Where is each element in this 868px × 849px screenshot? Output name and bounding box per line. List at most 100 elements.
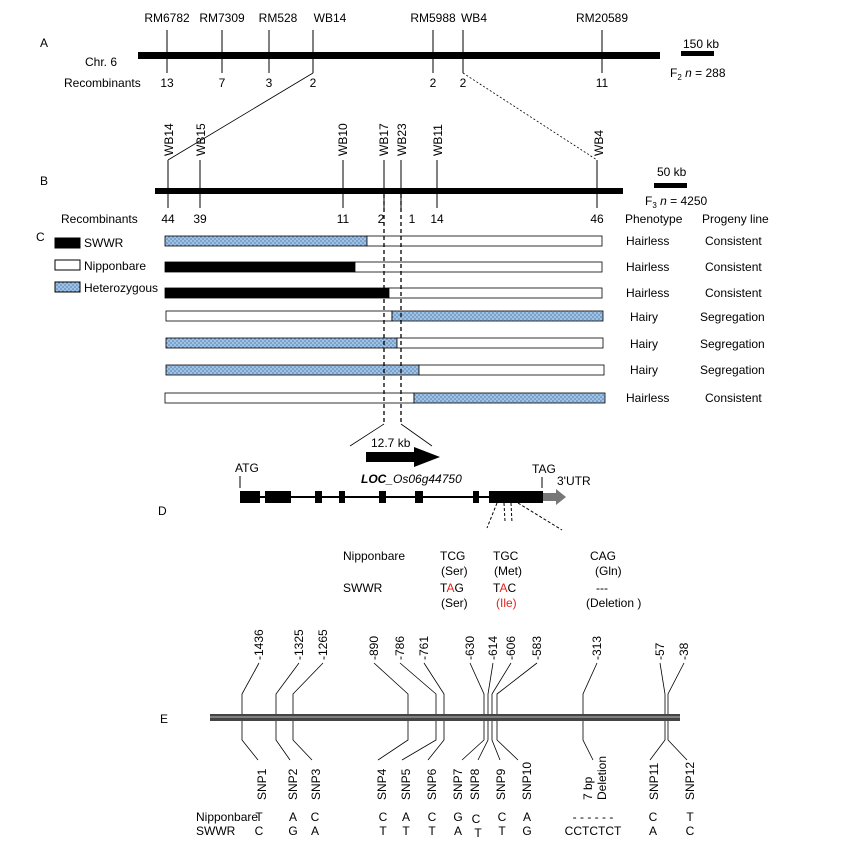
progeny-header: Progeny line — [702, 212, 769, 226]
interval-zoom-left — [349, 423, 385, 447]
snp-leader-lines-top — [241, 662, 685, 714]
position-label: -38 — [677, 642, 691, 660]
snp-label: SNP9 — [494, 768, 508, 800]
allele: G — [288, 824, 297, 838]
swwr-allele-row-label: SWWR — [196, 824, 236, 838]
panel-b-recombinants: 44 39 11 2 1 14 46 — [161, 212, 604, 226]
panel-e-label: E — [160, 712, 168, 726]
mutation-zoom-lines — [486, 502, 563, 531]
recombinant-count: 2 — [378, 212, 385, 226]
allele: C — [686, 824, 695, 838]
position-label: -583 — [530, 636, 544, 660]
position-label: -1436 — [252, 629, 266, 660]
panel-b-markers: WB14 WB15 WB10 WB17 WB23 WB11 WB4 — [162, 123, 606, 156]
genotype-segment — [165, 310, 393, 322]
recombinant-count: 46 — [590, 212, 604, 226]
allele: A — [402, 810, 410, 824]
recombinants-label-b: Recombinants — [61, 212, 138, 226]
panel-a-recombinants: 13 7 3 2 2 2 11 — [160, 76, 608, 90]
utr-label: 3'UTR — [557, 474, 591, 488]
nip-codon: CAG — [590, 549, 616, 563]
marker-label: WB4 — [461, 11, 487, 25]
position-label: -630 — [463, 636, 477, 660]
genotype-segment — [165, 337, 398, 349]
snp-label: SNP7 — [451, 768, 465, 800]
exon-block — [379, 491, 386, 503]
nip-codon: TCG — [440, 549, 465, 563]
stop-codon-label: TAG — [532, 462, 556, 476]
phenotype-value: Hairless — [626, 234, 669, 248]
genotype-segment — [164, 392, 415, 404]
recombinant-count: 44 — [161, 212, 175, 226]
nip-aa: (Met) — [494, 564, 522, 578]
marker-label: RM7309 — [199, 11, 245, 25]
gene-direction-arrow — [366, 447, 440, 467]
gene-name: LOC_Os06g44750 — [361, 472, 462, 486]
legend-swatch-nipponbare — [54, 259, 81, 271]
recombinant-count: 2 — [430, 76, 437, 90]
phenotype-header: Phenotype — [625, 212, 683, 226]
exon-block — [339, 491, 345, 503]
allele: C — [311, 810, 320, 824]
allele: A — [454, 824, 462, 838]
marker-label: WB14 — [162, 123, 176, 156]
marker-label: WB23 — [395, 123, 409, 156]
allele: A — [289, 810, 297, 824]
position-label: -606 — [504, 636, 518, 660]
panel-b-ticks — [167, 160, 598, 208]
allele: C — [498, 810, 507, 824]
progeny-value: Segregation — [700, 337, 765, 351]
snp-names: SNP1 SNP2 SNP3 SNP4 SNP5 SNP6 SNP7 SNP8 … — [255, 756, 697, 800]
legend-label: Nipponbare — [84, 259, 146, 273]
position-label: -1265 — [316, 629, 330, 660]
deletion-label: Deletion — [595, 756, 609, 800]
genotype-segment — [354, 261, 603, 273]
genotype-segment — [413, 392, 606, 404]
genotype-segment — [418, 364, 605, 376]
phenotype-column: Hairless Hairless Hairless Hairy Hairy H… — [626, 234, 669, 405]
scale-bar-b — [654, 183, 687, 188]
position-label: -761 — [417, 636, 431, 660]
scale-bar-a — [681, 51, 714, 56]
allele: - - - - - - — [573, 810, 614, 824]
allele: C — [379, 810, 388, 824]
position-label: -1325 — [292, 629, 306, 660]
marker-label: WB11 — [431, 124, 445, 156]
allele: A — [523, 810, 531, 824]
allele: T — [402, 824, 410, 838]
marker-label: RM20589 — [576, 11, 628, 25]
exon-block — [315, 491, 322, 503]
exon-block — [240, 491, 260, 503]
exon-block — [489, 491, 543, 503]
population-label-a: F2 n = 288 — [670, 66, 726, 82]
exon-block — [415, 491, 423, 503]
position-label: -614 — [486, 636, 500, 660]
allele: T — [255, 810, 263, 824]
genotype-segment — [165, 364, 420, 376]
nip-alleles: T A C C A C G C C A - - - - - - C T — [255, 810, 694, 826]
panel-a-markers: RM6782 RM7309 RM528 WB14 RM5988 WB4 RM20… — [144, 11, 628, 25]
genotype-segment — [396, 337, 604, 349]
legend-label: SWWR — [84, 236, 124, 250]
promoter-positions: -1436 -1325 -1265 -890 -786 -761 -630 -6… — [252, 629, 691, 660]
snp-label: SNP11 — [647, 763, 661, 800]
progeny-value: Segregation — [700, 363, 765, 377]
progeny-column: Consistent Consistent Consistent Segrega… — [700, 234, 765, 405]
genotype-legend: SWWR Nipponbare Heterozygous — [54, 236, 158, 295]
allele: T — [428, 824, 436, 838]
zoom-line-right — [462, 72, 598, 161]
genotype-segment — [164, 287, 390, 299]
marker-label: RM5988 — [410, 11, 456, 25]
genotype-segment — [164, 261, 356, 273]
snp-label: SNP5 — [399, 768, 413, 800]
recombinant-count: 11 — [337, 212, 350, 226]
genotype-segment — [366, 235, 603, 247]
interval-zoom-right — [400, 423, 433, 447]
swwr-aa: (Ile) — [496, 596, 517, 610]
gene-structure — [240, 489, 566, 505]
recombinant-count: 2 — [310, 76, 317, 90]
snp-label: SNP2 — [286, 768, 300, 800]
phenotype-value: Hairy — [630, 310, 658, 324]
allele: C — [255, 824, 264, 838]
